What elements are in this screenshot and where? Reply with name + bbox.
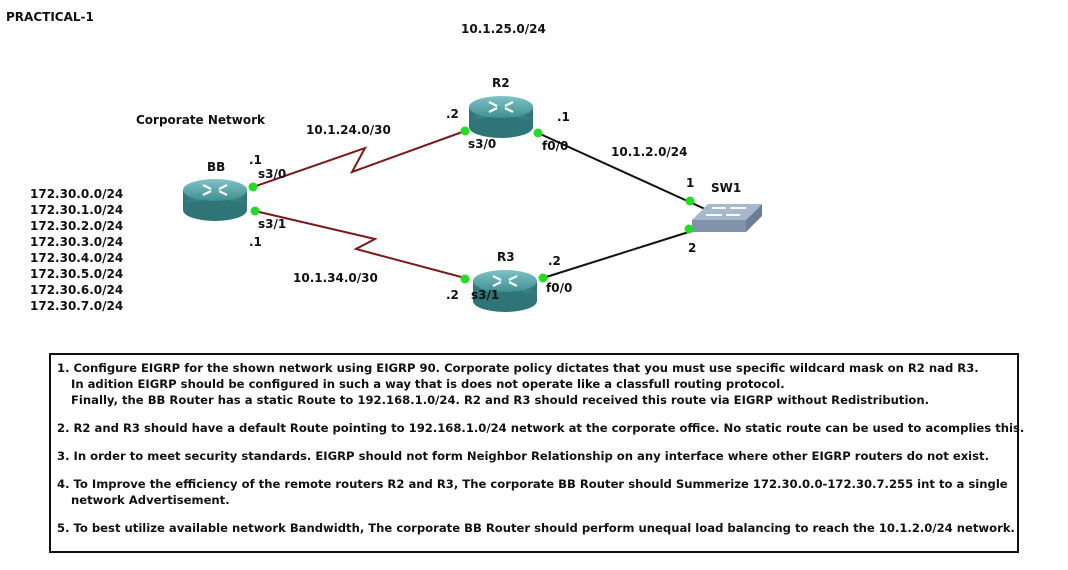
r2-f0-0-ip: .1 bbox=[557, 110, 570, 124]
task-line: 4. To Improve the efficiency of the remo… bbox=[57, 477, 1008, 491]
device-name-sw1: SW1 bbox=[711, 181, 742, 195]
port-bb-s3-0 bbox=[248, 182, 258, 192]
corporate-network-label: Corporate Network bbox=[136, 113, 266, 127]
router-r2[interactable] bbox=[469, 96, 533, 138]
ethernet-link-r2-sw1 bbox=[537, 132, 706, 210]
network-item: 172.30.2.0/24 bbox=[30, 219, 124, 233]
router-arrows-icon bbox=[488, 101, 514, 113]
port-r3-s3-1 bbox=[460, 274, 470, 284]
r3-f0-0-ip: .2 bbox=[548, 254, 561, 268]
sw1-port-2: 2 bbox=[688, 241, 697, 255]
device-name-r3: R3 bbox=[497, 250, 515, 264]
port-bb-s3-1 bbox=[250, 206, 260, 216]
network-topology bbox=[183, 96, 762, 312]
port-sw1-1 bbox=[685, 196, 695, 206]
r3-s3-1-interface: s3/1 bbox=[471, 288, 500, 302]
port-r2-s3-0 bbox=[460, 126, 470, 136]
bb-s3-1-ip: .1 bbox=[249, 235, 262, 249]
task-1: 1. Configure EIGRP for the shown network… bbox=[57, 360, 1017, 408]
switch-sw1[interactable] bbox=[692, 204, 762, 232]
r2-f0-0-interface: f0/0 bbox=[542, 139, 569, 153]
task-line: 5. To best utilize available network Ban… bbox=[57, 521, 1015, 535]
device-name-r2: R2 bbox=[492, 76, 510, 90]
link-label-bb-r3: 10.1.34.0/30 bbox=[293, 271, 378, 285]
task-2: 2. R2 and R3 should have a default Route… bbox=[57, 420, 1025, 436]
network-item: 172.30.7.0/24 bbox=[30, 299, 124, 313]
sw1-port-1: 1 bbox=[686, 176, 695, 190]
device-name-bb: BB bbox=[207, 160, 226, 174]
task-list-box: 1. Configure EIGRP for the shown network… bbox=[49, 353, 1025, 553]
link-label-lan: 10.1.2.0/24 bbox=[611, 145, 688, 159]
network-label-top: 10.1.25.0/24 bbox=[461, 22, 546, 36]
network-item: 172.30.1.0/24 bbox=[30, 203, 124, 217]
port-r3-f0-0 bbox=[538, 273, 548, 283]
task-line: network Advertisement. bbox=[71, 493, 230, 507]
r3-s3-1-ip: .2 bbox=[446, 288, 459, 302]
corporate-networks-list: 172.30.0.0/24 172.30.1.0/24 172.30.2.0/2… bbox=[30, 186, 123, 314]
network-item: 172.30.6.0/24 bbox=[30, 283, 124, 297]
task-line: Finally, the BB Router has a static Rout… bbox=[71, 393, 930, 407]
network-item: 172.30.0.0/24 bbox=[30, 187, 124, 201]
task-line: 1. Configure EIGRP for the shown network… bbox=[57, 361, 979, 375]
task-3: 3. In order to meet security standards. … bbox=[57, 448, 1017, 464]
task-4: 4. To Improve the efficiency of the remo… bbox=[57, 476, 1017, 508]
serial-link-bb-r2 bbox=[252, 130, 466, 188]
task-5: 5. To best utilize available network Ban… bbox=[57, 520, 1017, 536]
bb-s3-0-ip: .1 bbox=[249, 153, 262, 167]
port-sw1-2 bbox=[684, 224, 694, 234]
r2-s3-0-interface: s3/0 bbox=[468, 137, 497, 151]
task-line: 3. In order to meet security standards. … bbox=[57, 449, 989, 463]
task-line: In adition EIGRP should be configured in… bbox=[71, 377, 785, 391]
bb-s3-0-interface: s3/0 bbox=[258, 167, 287, 181]
network-item: 172.30.5.0/24 bbox=[30, 267, 124, 281]
r2-s3-0-ip: .2 bbox=[446, 107, 459, 121]
page-title: PRACTICAL-1 bbox=[6, 10, 94, 24]
network-item: 172.30.3.0/24 bbox=[30, 235, 124, 249]
network-item: 172.30.4.0/24 bbox=[30, 251, 124, 265]
router-arrows-icon bbox=[492, 275, 518, 287]
ethernet-link-r3-sw1 bbox=[542, 229, 696, 279]
router-bb[interactable] bbox=[183, 179, 247, 221]
r3-f0-0-interface: f0/0 bbox=[546, 281, 573, 295]
switch-arrows-icon bbox=[706, 207, 746, 216]
router-r3[interactable] bbox=[473, 270, 537, 312]
serial-link-bb-r3 bbox=[254, 210, 466, 279]
task-line: 2. R2 and R3 should have a default Route… bbox=[57, 421, 1025, 435]
port-r2-f0-0 bbox=[533, 128, 543, 138]
router-arrows-icon bbox=[202, 184, 228, 196]
link-label-bb-r2: 10.1.24.0/30 bbox=[306, 123, 391, 137]
bb-s3-1-interface: s3/1 bbox=[258, 217, 287, 231]
